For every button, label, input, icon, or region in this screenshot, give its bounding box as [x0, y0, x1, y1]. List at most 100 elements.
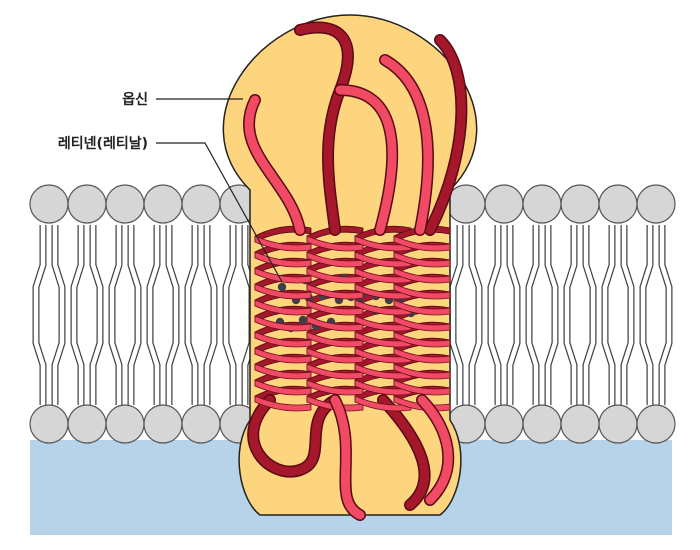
- helix-ribbon-front: [243, 54, 455, 521]
- ribbon-turn-front: [354, 379, 412, 396]
- lipid-molecule: [522, 184, 562, 315]
- lipid-molecule: [560, 315, 600, 444]
- lipid-tail: [507, 315, 520, 405]
- lipid-tail: [469, 225, 482, 315]
- lipid-tail: [659, 225, 672, 315]
- lipid-tail: [526, 225, 539, 315]
- lipid-tail: [621, 315, 634, 405]
- lipid-tail: [488, 315, 501, 405]
- lipid-tail: [128, 225, 141, 315]
- lipid-tail: [223, 315, 236, 405]
- lipid-tail: [469, 315, 482, 405]
- lipid-head: [598, 404, 638, 444]
- ribbon-turn-front: [393, 363, 451, 380]
- lipid-tail: [71, 225, 84, 315]
- ribbon-turn-front: [254, 379, 312, 396]
- lipid-tail: [583, 225, 596, 315]
- protein-callout: 옵신: [122, 91, 243, 108]
- lipid-molecule: [29, 315, 69, 444]
- lipid-tail: [564, 315, 577, 405]
- lipid-tail: [640, 225, 653, 315]
- lipid-molecule: [484, 184, 524, 315]
- loop-ribbon: [248, 395, 340, 476]
- ribbon-turn-front: [254, 267, 312, 284]
- lipid-head: [143, 184, 183, 224]
- lipid-head: [29, 404, 69, 444]
- ribbon-turn-front: [254, 331, 312, 348]
- lipid-tail: [90, 315, 103, 405]
- lipid-molecule: [143, 315, 183, 444]
- lipid-tail: [507, 225, 520, 315]
- ribbon-turn-front: [393, 347, 451, 364]
- lipid-head: [67, 404, 107, 444]
- lipid-tail: [90, 225, 103, 315]
- lipid-tail: [147, 225, 160, 315]
- ribbon-turn-front: [354, 331, 412, 348]
- ribbon-turn-front: [393, 235, 451, 252]
- lipid-head: [636, 404, 676, 444]
- ribbon-turn-front: [393, 331, 451, 348]
- lipid-tail: [166, 315, 179, 405]
- lipid-tail: [109, 315, 122, 405]
- ribbon-turn-front: [254, 283, 312, 300]
- loop-ribbon: [335, 85, 397, 235]
- lipid-molecule: [446, 184, 486, 315]
- ribbon-turn-front: [254, 251, 312, 268]
- lipid-tail: [128, 315, 141, 405]
- lipid-tail: [147, 315, 160, 405]
- lipid-molecule: [67, 184, 107, 315]
- lipid-tail: [602, 225, 615, 315]
- ribbon-turn-front: [254, 395, 312, 412]
- lipid-tail: [109, 225, 122, 315]
- ribbon-turn-front: [393, 251, 451, 268]
- ribbon-turn-front: [306, 283, 364, 300]
- lipid-head: [522, 184, 562, 224]
- lipid-tail: [166, 225, 179, 315]
- lipid-molecule: [598, 315, 638, 444]
- lipid-tail: [526, 315, 539, 405]
- ribbon-turn-front: [306, 395, 364, 412]
- ribbon-turn-front: [306, 379, 364, 396]
- lipid-bilayer-left: [29, 184, 259, 444]
- lipid-head: [29, 184, 69, 224]
- ribbon-turn-front: [393, 315, 451, 332]
- ribbon-turn-front: [254, 235, 312, 252]
- ribbon-turn-front: [354, 347, 412, 364]
- ribbon-turn-front: [393, 283, 451, 300]
- ribbon-turn-front: [393, 379, 451, 396]
- lipid-molecule: [105, 184, 145, 315]
- lipid-molecule: [105, 315, 145, 444]
- lipid-head: [143, 404, 183, 444]
- loop-ribbon: [244, 95, 305, 235]
- lipid-tail: [185, 225, 198, 315]
- ribbon-turn-front: [254, 347, 312, 364]
- lipid-molecule: [522, 315, 562, 444]
- lipid-head: [105, 184, 145, 224]
- lipid-molecule: [636, 184, 676, 315]
- lipid-molecule: [636, 315, 676, 444]
- lipid-tail: [564, 225, 577, 315]
- ribbon-turn-front: [306, 315, 364, 332]
- ribbon-turn-front: [306, 267, 364, 284]
- ribbon-turn-front: [354, 363, 412, 380]
- lipid-tail: [450, 225, 463, 315]
- chromophore-leader-line: [156, 142, 283, 283]
- lipid-head: [636, 184, 676, 224]
- loop-ribbon: [330, 395, 365, 520]
- ribbon-turn-front: [354, 235, 412, 252]
- ribbon-turn-front: [306, 363, 364, 380]
- lipid-head: [484, 184, 524, 224]
- ribbon-turn-front: [254, 363, 312, 380]
- lipid-tail: [204, 315, 217, 405]
- lipid-head: [181, 404, 221, 444]
- lipid-bilayer-right: [446, 184, 676, 444]
- lipid-tail: [223, 225, 236, 315]
- ribbon-turn-front: [306, 347, 364, 364]
- lipid-tail: [450, 315, 463, 405]
- lipid-molecule: [598, 184, 638, 315]
- lipid-head: [522, 404, 562, 444]
- lipid-head: [67, 184, 107, 224]
- lipid-tail: [52, 315, 65, 405]
- ribbon-turn-front: [354, 251, 412, 268]
- lipid-tail: [71, 315, 84, 405]
